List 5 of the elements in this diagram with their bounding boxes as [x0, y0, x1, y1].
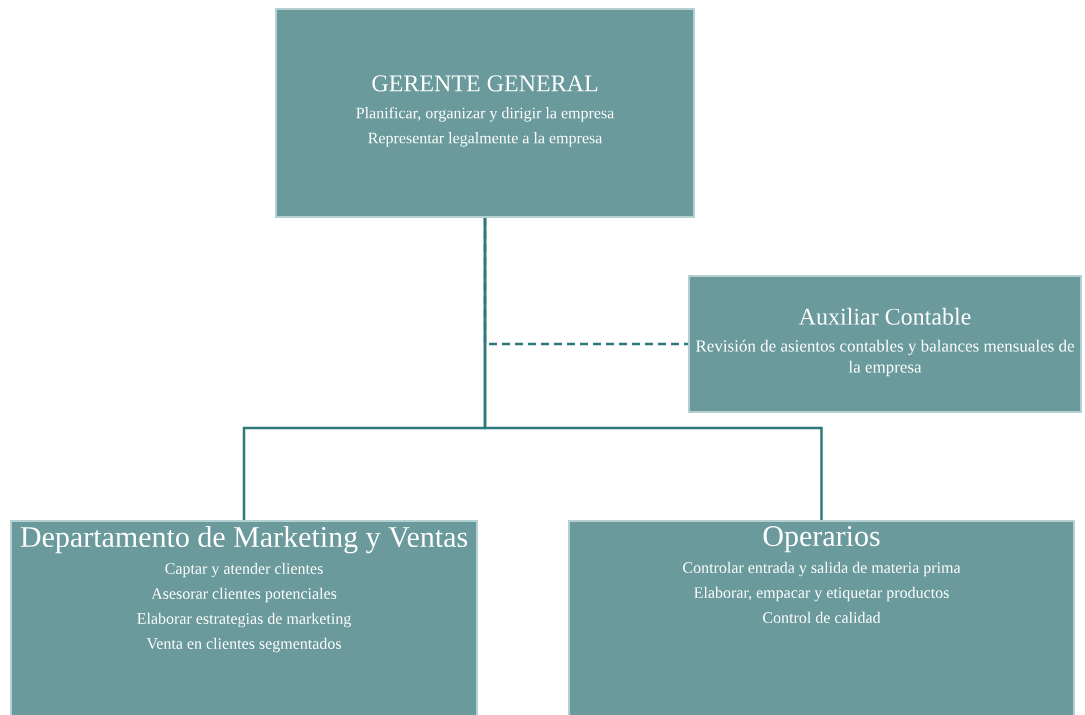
org-box: Operarios Controlar entrada y salida de materia prima Elaborar, empacar y etiquetar productos Control de calidad: [568, 520, 1075, 715]
org-box: GERENTE GENERAL Planificar, organizar y dirigir la empresa Representar legalmente a la empresa: [275, 8, 695, 218]
org-box: Auxiliar Contable Revisión de asientos contables y balances mensuales de la empresa: [688, 275, 1082, 413]
dashed-connector: [483, 218, 688, 346]
org-box: Departamento de Marketing y Ventas Captar y atender clientes Asesorar clientes potenciales Elaborar estrategias de marketing Venta en clientes segmentados: [10, 520, 478, 715]
